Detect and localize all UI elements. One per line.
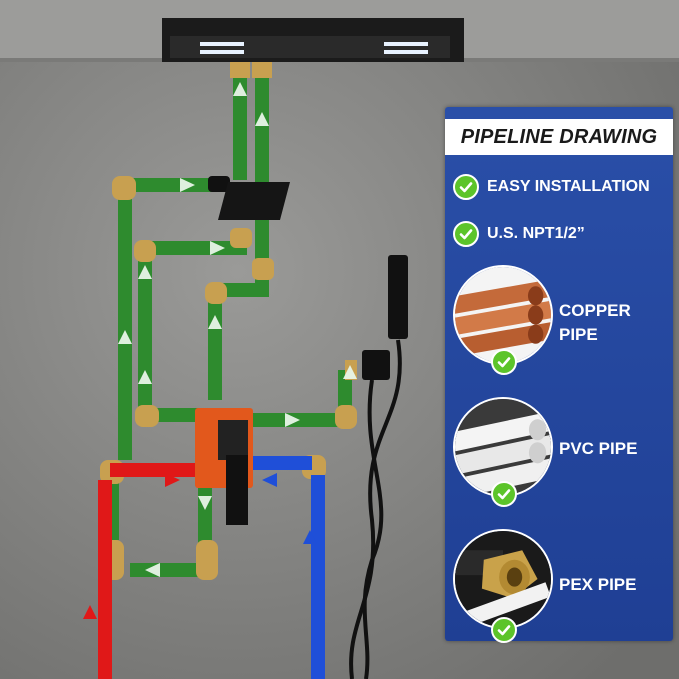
check-icon [491,481,517,507]
pipe-label: PEX PIPE [559,573,636,597]
pipe-label-line2: PIPE [559,325,598,344]
mixing-valve [195,408,253,525]
pipe-label-line1: PEX PIPE [559,575,637,594]
pipe-label-line1: PVC PIPE [559,439,638,458]
wall-shower-head [208,176,290,220]
pipe-option-pex: PEX PIPE [453,529,665,649]
check-icon [491,349,517,375]
feature-label: U.S. NPT1/2” [487,225,585,242]
pipe-label: PVC PIPE [559,437,637,461]
pipe-option-pvc: PVC PIPE [453,397,665,517]
check-icon [491,617,517,643]
pvc-pipe-image [453,397,553,497]
pipe-option-copper: COPPER PIPE [453,265,665,385]
ceiling-shower-head [162,18,464,62]
pipe-label-line1: COPPER [559,301,631,320]
check-icon [453,174,479,200]
hand-shower [349,255,408,679]
pipe-label: COPPER PIPE [559,299,631,347]
feature-easy-installation: EASY INSTALLATION [453,172,650,202]
pex-pipe-image [453,529,553,629]
check-icon [453,221,479,247]
title-bar: PIPELINE DRAWING [445,119,673,155]
feature-label: EASY INSTALLATION [487,178,650,195]
feature-npt: U.S. NPT1/2” [453,219,585,249]
panel-title: PIPELINE DRAWING [460,126,658,148]
pipeline-info-panel: PIPELINE DRAWING EASY INSTALLATION U.S. … [445,107,673,643]
